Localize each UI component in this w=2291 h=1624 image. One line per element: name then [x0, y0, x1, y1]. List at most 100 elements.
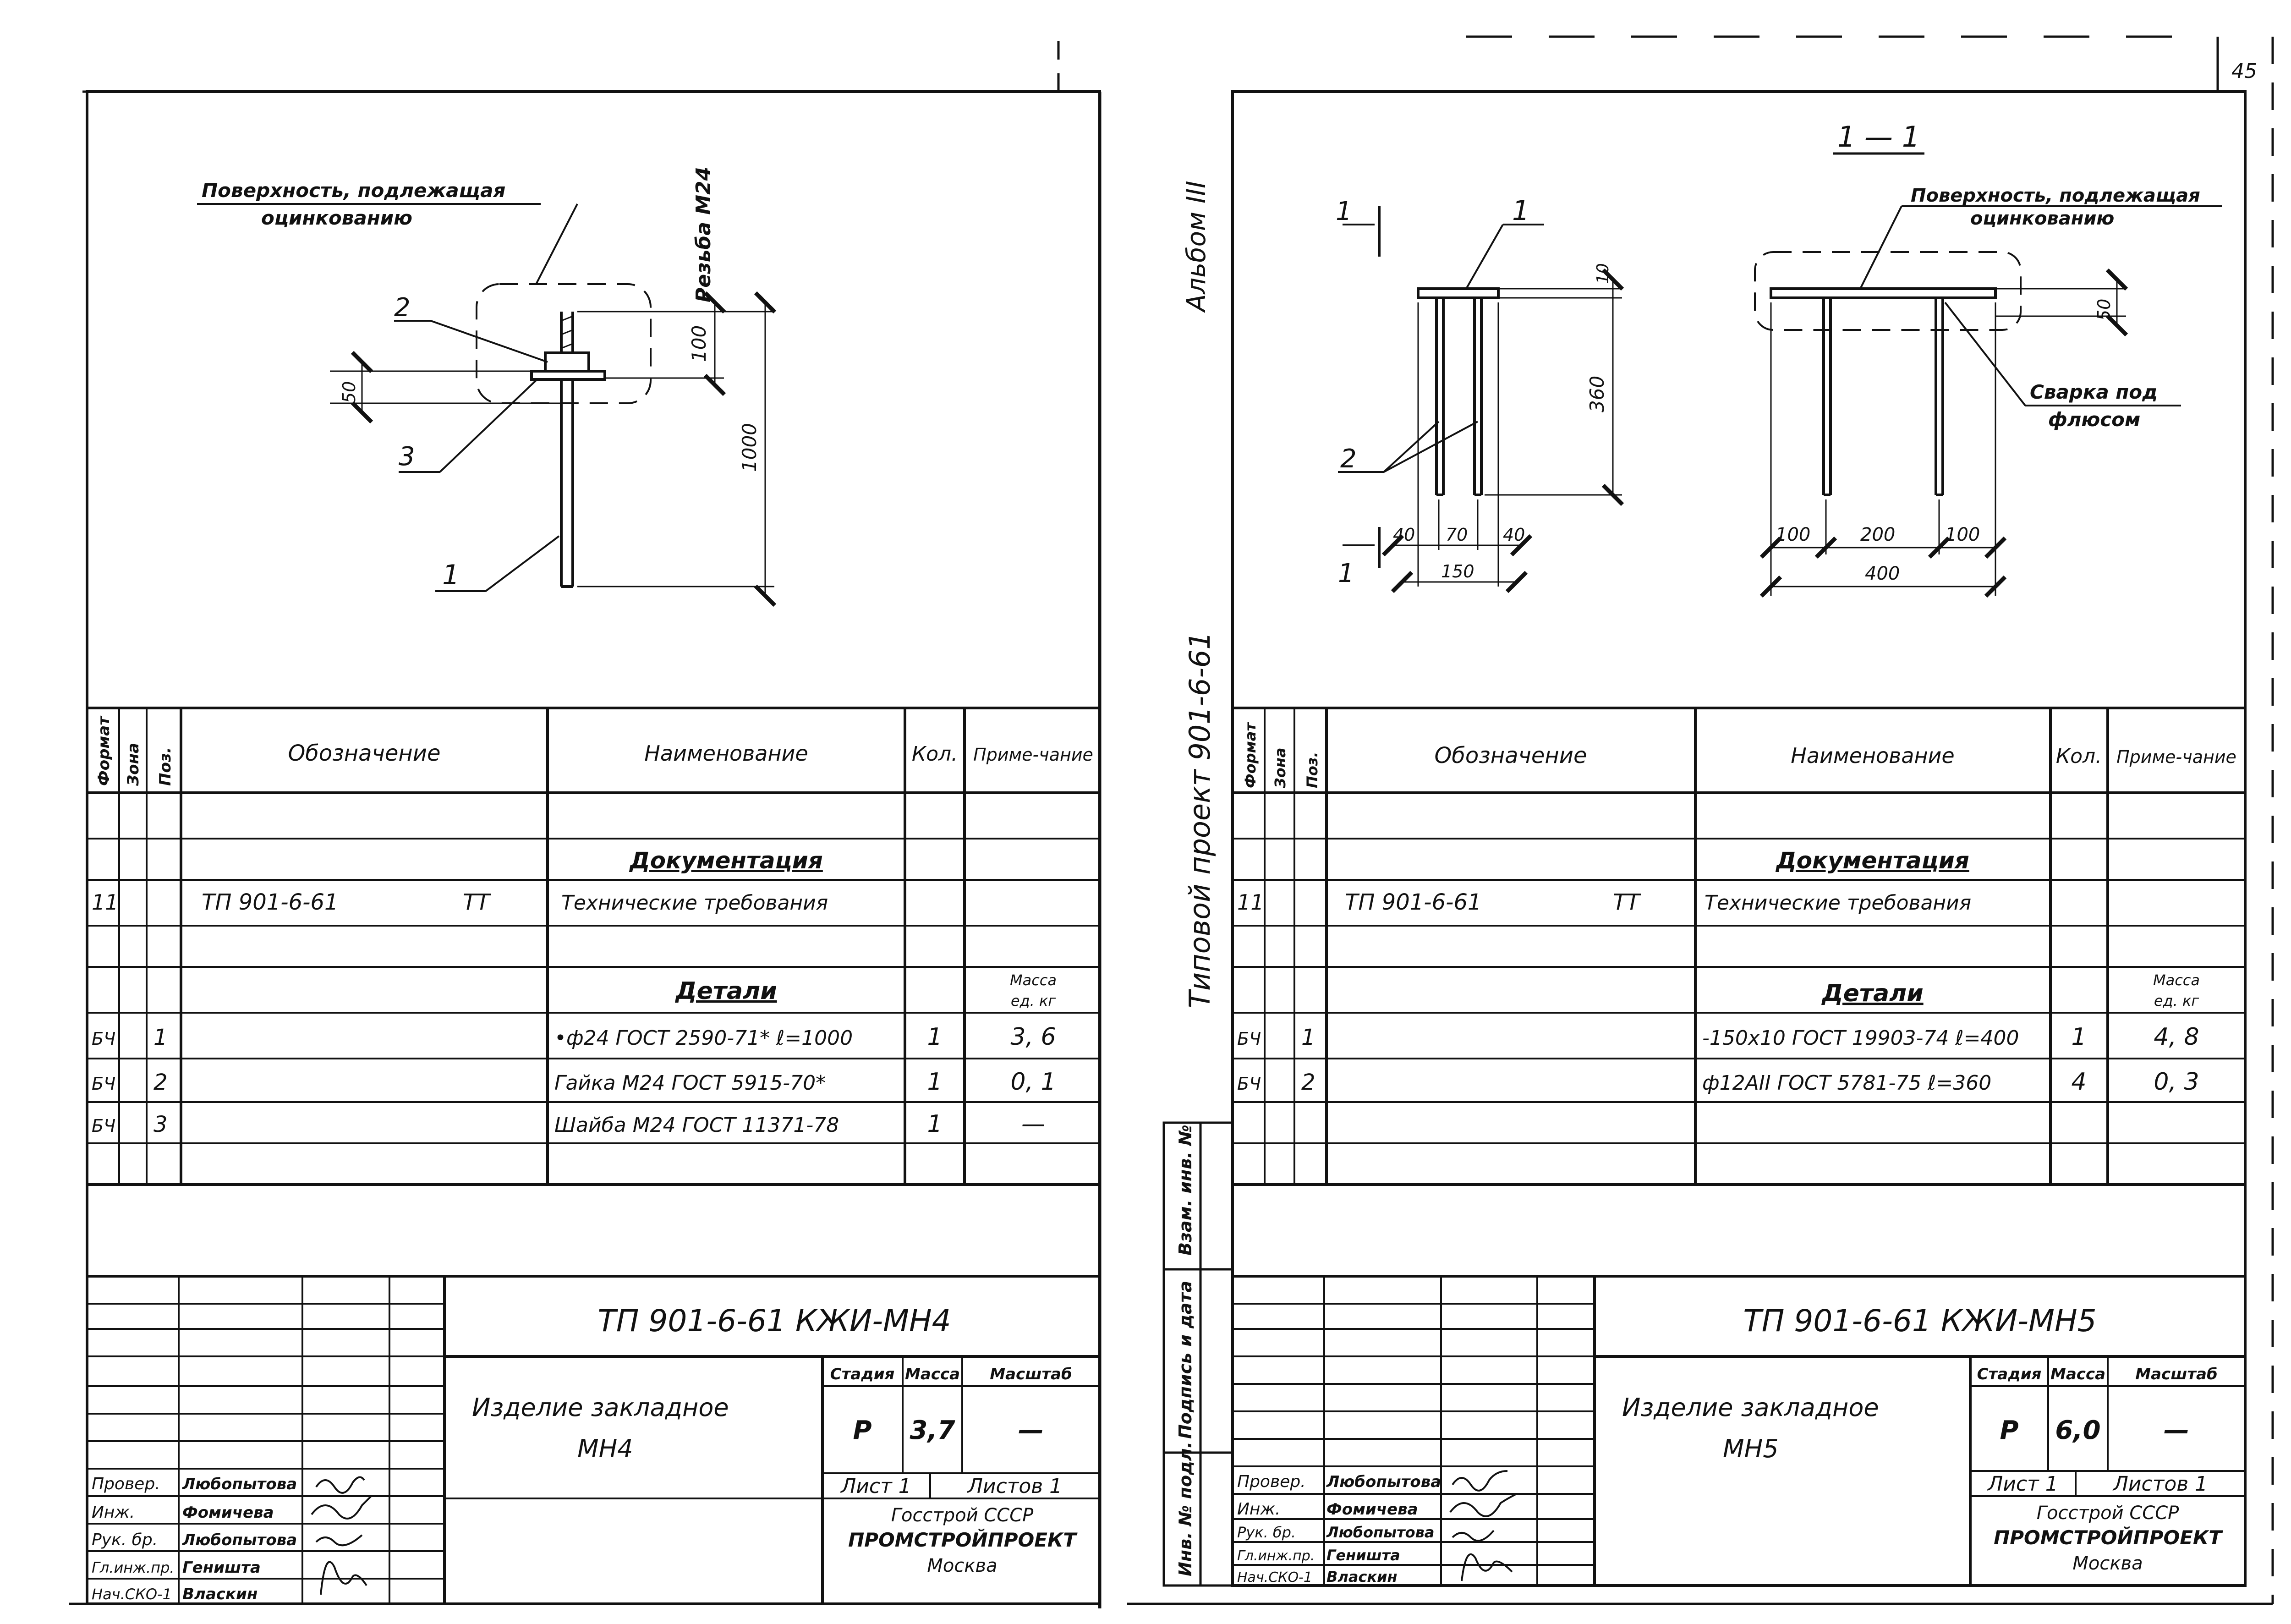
sheet2-spec-table: Формат Зона Поз. Обозначение Наименовани…	[1233, 707, 2245, 1186]
svg-text:0, 3: 0, 3	[2154, 1068, 2199, 1096]
role-row: Гл.инж.пр. Геништа	[92, 1558, 261, 1577]
table-row: БЧ 2 Гайка М24 ГОСТ 5915-70* 1 0, 1	[92, 1068, 1056, 1096]
svg-text:БЧ: БЧ	[1237, 1074, 1261, 1094]
dim-1000: 1000	[738, 423, 761, 472]
doc-designation: ТП 901-6-61	[1345, 889, 1482, 915]
sheet2-side-view: 1 1 1 2 10	[1336, 195, 1624, 593]
svg-text:1: 1	[927, 1023, 942, 1051]
svg-text:0, 1: 0, 1	[1010, 1068, 1056, 1096]
svg-text:Гл.инж.пр.: Гл.инж.пр.	[92, 1559, 175, 1576]
sheets-label: Листов 1	[2112, 1472, 2208, 1496]
org-line2: ПРОМСТРОЙПРОЕКТ	[848, 1528, 1078, 1551]
svg-text:Шайба М24 ГОСТ 11371-78: Шайба М24 ГОСТ 11371-78	[554, 1114, 839, 1137]
table-row: БЧ 3 Шайба М24 ГОСТ 11371-78 1 —	[92, 1110, 1045, 1138]
section-mark-bottom: 1	[1338, 559, 1354, 588]
thread-label: Резьба М24	[692, 167, 715, 302]
scale-label: Масштаб	[990, 1365, 1072, 1383]
table-row: БЧ 1 -150x10 ГОСТ 19903-74 ℓ=400 1 4, 8	[1237, 1023, 2199, 1051]
svg-text:3: 3	[153, 1112, 168, 1137]
item-name: Изделие закладное	[472, 1393, 729, 1422]
svg-text:1: 1	[927, 1068, 942, 1096]
svg-text:Рук. бр.: Рук. бр.	[92, 1531, 158, 1549]
svg-text:•ф24 ГОСТ 2590-71* ℓ=1000: •ф24 ГОСТ 2590-71* ℓ=1000	[554, 1026, 853, 1050]
dim-50: 50	[2094, 299, 2114, 321]
callout-2: 2	[394, 293, 411, 323]
project-label: Типовой проект 901-6-61	[1183, 631, 1217, 1008]
svg-text:1: 1	[927, 1110, 942, 1138]
role-row: Нач.СКО-1 Власкин	[92, 1585, 258, 1603]
svg-text:1: 1	[1301, 1025, 1315, 1050]
item-code: МН4	[577, 1434, 633, 1463]
role-row: Рук. бр. Любопытова	[92, 1531, 297, 1549]
svg-text:Геништа: Геништа	[1326, 1547, 1400, 1564]
svg-text:3, 6: 3, 6	[1010, 1023, 1056, 1051]
sheet-label: Лист 1	[840, 1475, 911, 1498]
svg-text:4, 8: 4, 8	[2154, 1023, 2199, 1051]
weld-note-line2: флюсом	[2048, 408, 2140, 431]
hdr-note: Приме-чание	[2116, 747, 2236, 767]
dim-360: 360	[1586, 376, 1608, 412]
mass-value: 3,7	[910, 1416, 955, 1445]
svg-text:ф12АII ГОСТ 5781-75 ℓ=360: ф12АII ГОСТ 5781-75 ℓ=360	[1702, 1071, 1991, 1095]
surface-note-line1: Поверхность, подлежащая	[1911, 185, 2200, 206]
svg-text:Провер.: Провер.	[92, 1475, 160, 1493]
section-parts: Детали	[674, 977, 777, 1005]
mass-header-2: ед. кг	[2154, 992, 2199, 1010]
sheet-mn5: 1 1 1 2 10	[1231, 90, 2247, 1587]
svg-text:Геништа: Геништа	[182, 1558, 261, 1577]
sheet1-spec-table: Формат Зона Поз. Обозначение Наименовани…	[87, 707, 1100, 1186]
dim-100a: 100	[1776, 524, 1810, 545]
dim-40a: 40	[1393, 525, 1415, 545]
hdr-format: Формат	[95, 715, 113, 786]
album-label: Альбом III	[1182, 181, 1211, 313]
sheet-mn4: Поверхность, подлежащая оцинкованию Резь…	[86, 90, 1101, 1605]
doc-designation: ТП 901-6-61	[202, 889, 339, 915]
inv-no-label: Инв. № подл.	[1175, 1442, 1195, 1576]
svg-text:4: 4	[2071, 1068, 2086, 1096]
mass-value: 6,0	[2055, 1416, 2100, 1445]
page-number: 45	[2231, 60, 2257, 83]
doc-format: 11	[1237, 890, 1264, 915]
svg-text:Гайка М24 ГОСТ 5915-70*: Гайка М24 ГОСТ 5915-70*	[554, 1071, 826, 1095]
mass-header-1: Масса	[2153, 971, 2200, 989]
org-line1: Госстрой СССР	[2037, 1503, 2179, 1524]
svg-text:Фомичева: Фомичева	[182, 1503, 274, 1522]
mass-label: Масса	[2050, 1365, 2105, 1383]
dim-100: 100	[688, 325, 710, 362]
hdr-qty: Кол.	[2056, 745, 2102, 768]
role-row: Провер. Любопытова	[92, 1475, 297, 1493]
sheet1-drawing: Поверхность, подлежащая оцинкованию Резь…	[197, 167, 777, 607]
svg-text:Фомичева: Фомичева	[1326, 1500, 1418, 1519]
dim-200: 200	[1860, 524, 1895, 545]
nut-washer	[530, 351, 606, 381]
dim-50: 50	[339, 381, 359, 403]
crop-lines	[69, 35, 2274, 1608]
org-line1: Госстрой СССР	[891, 1505, 1034, 1526]
dim-70: 70	[1446, 525, 1468, 545]
item-code: МН5	[1723, 1434, 1779, 1463]
dim-400: 400	[1865, 563, 1900, 584]
role-row: Провер. Любопытова	[1237, 1472, 1441, 1491]
section-documentation: Документация	[1775, 847, 1969, 874]
scale-value: —	[2164, 1416, 2189, 1445]
svg-text:Гл.инж.пр.: Гл.инж.пр.	[1237, 1548, 1315, 1564]
callout-1: 1	[442, 559, 460, 591]
org-line2: ПРОМСТРОЙПРОЕКТ	[1994, 1526, 2223, 1549]
svg-text:БЧ: БЧ	[1237, 1029, 1261, 1049]
callout-2: 2	[1340, 444, 1357, 474]
doc-code: ТТ	[1613, 889, 1641, 915]
hdr-pos: Поз.	[156, 747, 175, 786]
sign-date-label: Подпись и дата	[1175, 1281, 1195, 1439]
stage-label: Стадия	[830, 1365, 895, 1383]
surface-note-line2: оцинкованию	[1970, 208, 2114, 229]
section-mark-top: 1	[1336, 197, 1352, 226]
side-stamp: Альбом III Типовой проект 901-6-61 Взам.…	[1162, 181, 1234, 1587]
dim-150: 150	[1441, 561, 1474, 582]
sheets-label: Листов 1	[967, 1475, 1062, 1498]
mass-header-1: Масса	[1010, 971, 1057, 989]
svg-text:Любопытова: Любопытова	[182, 1475, 297, 1493]
signature	[311, 1476, 372, 1595]
sheet1-frame	[86, 90, 1101, 1605]
scale-value: —	[1018, 1416, 1044, 1445]
